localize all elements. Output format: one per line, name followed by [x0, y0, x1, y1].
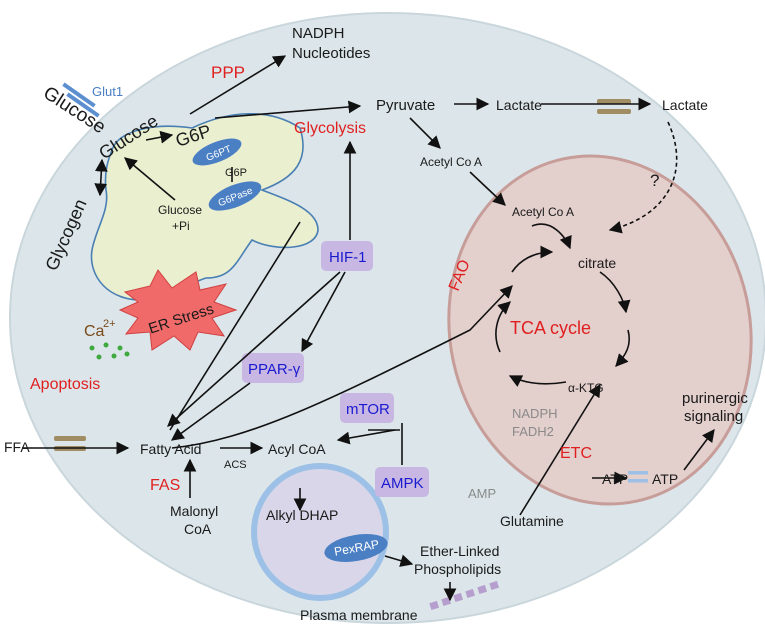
mtor-box: [340, 393, 394, 423]
lactate-transporter: [597, 99, 631, 114]
atp-inside-label: ATP: [602, 471, 628, 487]
etc-label: ETC: [560, 445, 592, 462]
ffa-label: FFA: [4, 439, 30, 455]
calcium-dots: [89, 342, 130, 360]
lactate-intracellular: Lactate: [496, 97, 542, 113]
calcium-label: Ca: [84, 323, 105, 340]
hif1-label: HIF-1: [329, 249, 367, 266]
fadh2-label: FADH2: [512, 424, 554, 439]
pexrap-enzyme: [324, 534, 388, 562]
g6pt-enzyme: [192, 138, 242, 166]
ether-linked-label: Ether-Linked: [420, 543, 499, 559]
citrate-label: citrate: [578, 255, 616, 271]
fas-label: FAS: [150, 477, 180, 494]
atp-outside-label: ATP: [652, 471, 678, 487]
purinergic-label: purinergic: [682, 390, 748, 407]
lactate-extracellular: Lactate: [662, 97, 708, 113]
pathway-arrows: [22, 55, 715, 602]
er-stress-burst: [118, 269, 238, 351]
mitochondrion: [447, 154, 753, 506]
glucose-pi-label: Glucose: [158, 203, 202, 217]
atp-channel: [628, 471, 648, 483]
pyruvate-label: Pyruvate: [376, 97, 435, 114]
glutamine-label: Glutamine: [500, 513, 564, 529]
ampk-label: AMPK: [381, 475, 424, 492]
g6p-er-label: G6P: [225, 167, 247, 179]
question-mark: ?: [650, 171, 659, 190]
mtor-label: mTOR: [346, 401, 390, 418]
calcium-superscript: 2+: [103, 318, 116, 330]
nucleotides-label: Nucleotides: [292, 45, 370, 62]
acs-label: ACS: [224, 459, 247, 471]
glut1-transporter: [62, 82, 100, 118]
acetyl-coa-mito: Acetyl Co A: [512, 205, 574, 219]
akg-label: α-KTG: [568, 381, 604, 395]
tca-cycle-label: TCA cycle: [510, 318, 591, 338]
hif1-box: [321, 241, 373, 271]
phospholipids-label: Phospholipids: [414, 561, 501, 577]
malonyl-coa-label: CoA: [184, 521, 212, 537]
apoptosis-label: Apoptosis: [30, 376, 100, 393]
alkyl-dhap-label: Alkyl DHAP: [266, 507, 338, 523]
ppar-box: [242, 353, 304, 383]
fatty-acid-label: Fatty Acid: [140, 441, 201, 457]
acetyl-coa-cytosol: Acetyl Co A: [420, 155, 482, 169]
ppp-label: PPP: [211, 63, 245, 82]
plasma-membrane-label: Plasma membrane: [300, 607, 418, 623]
glycolysis-label: Glycolysis: [294, 120, 366, 137]
nadph-label: NADPH: [292, 25, 345, 42]
signaling-label: signaling: [684, 408, 743, 425]
nadph-mito-label: NADPH: [512, 406, 558, 421]
peroxisome: [251, 463, 389, 601]
ampk-box: [375, 467, 429, 497]
malonyl-label: Malonyl: [170, 503, 218, 519]
pi-label: +Pi: [172, 219, 190, 233]
g6pase-enzyme: [208, 181, 262, 211]
ppar-label: PPAR-γ: [248, 361, 301, 378]
glut1-label: Glut1: [92, 84, 123, 99]
acyl-coa-label: Acyl CoA: [268, 441, 326, 457]
amp-label: AMP: [468, 486, 496, 501]
